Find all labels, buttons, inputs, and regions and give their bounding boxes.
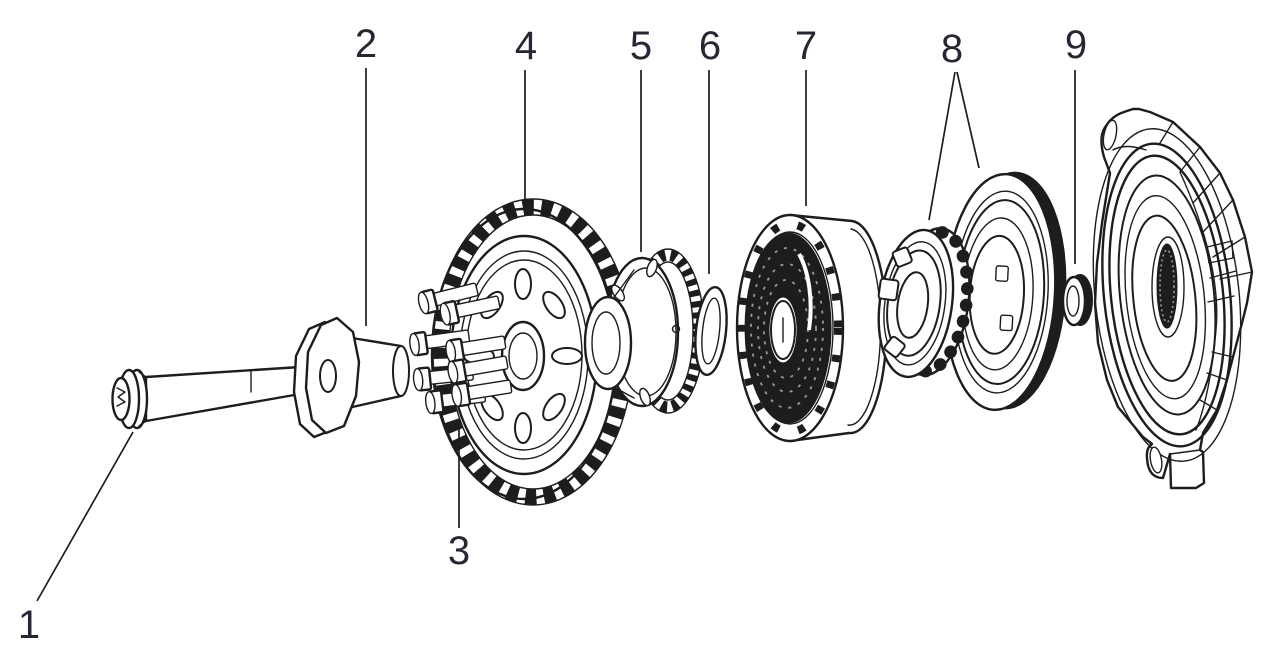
- part-clutch-hub-gear: [583, 248, 705, 414]
- cover-facet-lines: [1112, 121, 1253, 455]
- callout-2: 2: [354, 22, 378, 66]
- callout-7: 7: [794, 24, 818, 68]
- callout-3: 3: [447, 529, 471, 573]
- callout-8: 8: [940, 27, 964, 71]
- part-bushing: [1061, 274, 1093, 327]
- callout-5: 5: [629, 24, 653, 68]
- part-spacer-collar: [292, 316, 410, 439]
- part-bearing: [877, 226, 974, 379]
- part-socket-bolt-set: [409, 282, 513, 415]
- callout-6: 6: [698, 24, 722, 68]
- callout-4: 4: [514, 24, 538, 68]
- part-rotor-ring: [943, 171, 1067, 412]
- part-washer-ring: [694, 286, 728, 376]
- crankcase-cover: [1092, 107, 1254, 490]
- callout-9: 9: [1064, 23, 1088, 67]
- part-flange-bolt: [111, 365, 306, 430]
- part-clutch-drum: [735, 213, 888, 443]
- callout-1: 1: [17, 603, 41, 647]
